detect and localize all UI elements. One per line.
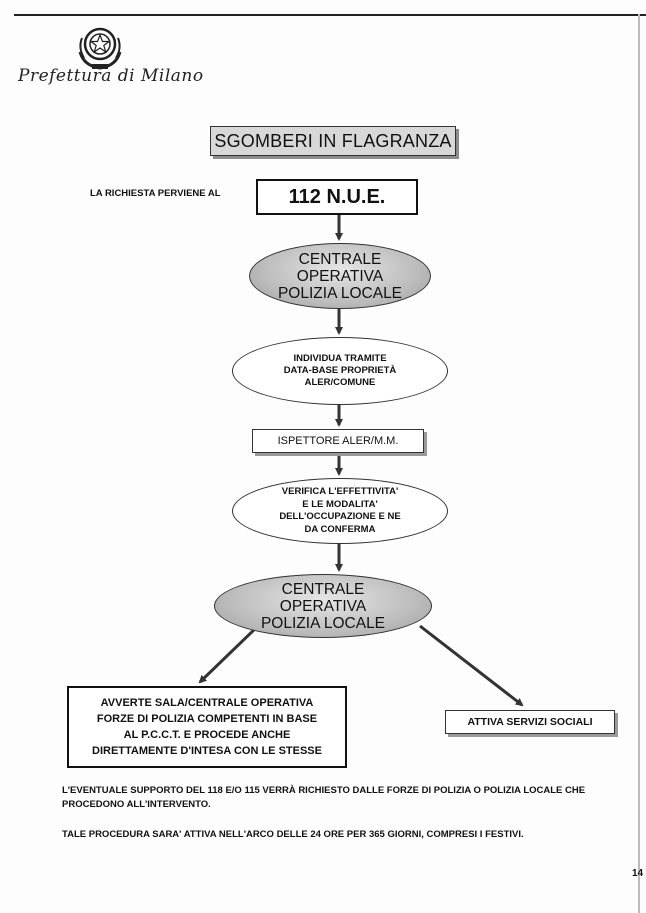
individua-line2: DATA-BASE PROPRIETÀ [283, 365, 397, 376]
individua-line1: INDIVIDUA TRAMITE [293, 353, 387, 364]
verifica-line3: DELL'OCCUPAZIONE E NE [279, 511, 401, 522]
centrale2-line3: POLIZIA LOCALE [260, 614, 386, 632]
centrale-operativa-node-2: CENTRALE OPERATIVA POLIZIA LOCALE [214, 574, 432, 638]
centrale-operativa-node-1: CENTRALE OPERATIVA POLIZIA LOCALE [249, 243, 431, 309]
avverte-line3: AL P.C.C.T. E PROCEDE ANCHE [123, 729, 291, 741]
verifica-line1: VERIFICA L'EFFETTIVITA' [281, 486, 399, 497]
centrale1-line3: POLIZIA LOCALE [277, 284, 403, 302]
centrale2-line2: OPERATIVA [279, 597, 367, 615]
scan-top-edge [14, 14, 646, 16]
prefettura-signature: Prefettura di Milano [18, 66, 204, 86]
ispettore-box: ISPETTORE ALER/M.M. [252, 429, 424, 453]
verifica-line4: DA CONFERMA [304, 523, 376, 535]
individua-node: INDIVIDUA TRAMITE DATA-BASE PROPRIETÀ AL… [232, 337, 448, 405]
richiesta-label: LA RICHIESTA PERVIENE AL [90, 188, 221, 199]
centrale1-line2: OPERATIVA [296, 267, 384, 285]
flowchart-title: SGOMBERI IN FLAGRANZA [210, 126, 456, 156]
attiva-servizi-box: ATTIVA SERVIZI SOCIALI [445, 710, 615, 734]
scan-right-edge [638, 14, 640, 913]
nue-112-box: 112 N.U.E. [256, 179, 418, 215]
individua-line3: ALER/COMUNE [304, 377, 376, 388]
verifica-node: VERIFICA L'EFFETTIVITA' E LE MODALITA' D… [232, 478, 448, 544]
avverte-line1: AVVERTE SALA/CENTRALE OPERATIVA [100, 697, 314, 709]
centrale2-line1: CENTRALE [281, 580, 365, 598]
page-number: 14 [632, 868, 644, 879]
centrale1-line1: CENTRALE [298, 250, 382, 268]
avverte-line2: FORZE DI POLIZIA COMPETENTI IN BASE [96, 713, 318, 725]
italian-republic-emblem-icon [78, 27, 122, 70]
note-procedura: TALE PROCEDURA SARA' ATTIVA NELL'ARCO DE… [62, 829, 524, 840]
avverte-line4: DIRETTAMENTE D'INTESA CON LE STESSE [92, 745, 322, 757]
verifica-line2: E LE MODALITA' [302, 498, 378, 510]
avverte-sala-box: AVVERTE SALA/CENTRALE OPERATIVA FORZE DI… [67, 686, 347, 768]
note-supporto: L'EVENTUALE SUPPORTO DEL 118 E/O 115 VER… [62, 785, 586, 810]
